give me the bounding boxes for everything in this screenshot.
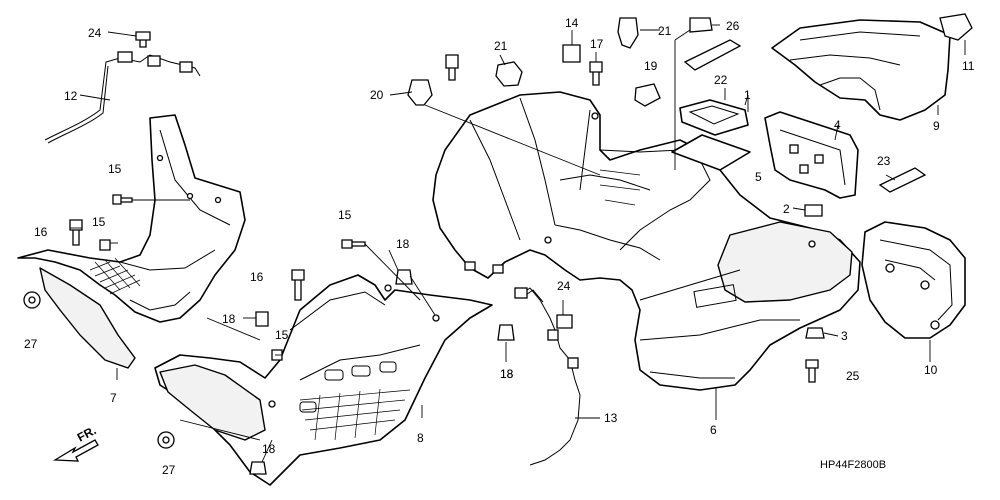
callout-25: 25 <box>846 369 860 383</box>
callout-4: 4 <box>834 118 841 132</box>
callout-11: 11 <box>962 59 975 73</box>
part-13-cable <box>514 287 581 466</box>
callout-15: 15 <box>92 215 106 229</box>
callout-14: 14 <box>565 16 579 30</box>
callout-21: 21 <box>494 39 508 53</box>
part-9-rear-cover <box>771 19 951 121</box>
part-5-pad <box>671 134 751 171</box>
callout-3: 3 <box>841 329 848 343</box>
part-4-bracket <box>764 111 859 199</box>
callout-5: 5 <box>755 170 762 184</box>
callout-18: 18 <box>396 237 410 251</box>
callout-8: 8 <box>417 431 424 445</box>
callout-16: 16 <box>250 270 264 284</box>
callout-12: 12 <box>64 89 78 103</box>
callout-24: 24 <box>88 26 102 40</box>
callout-19: 19 <box>644 59 658 73</box>
callout-22: 22 <box>714 73 728 87</box>
callout-24: 24 <box>557 279 571 293</box>
callout-27: 27 <box>162 463 176 477</box>
callout-21: 21 <box>658 24 672 38</box>
callout-27: 27 <box>24 337 38 351</box>
callout-9: 9 <box>933 119 940 133</box>
callout-13: 13 <box>604 411 618 425</box>
callout-26: 26 <box>726 19 740 33</box>
callout-numbers: 24 12 15 16 15 27 7 16 18 15 27 18 15 18… <box>24 16 975 477</box>
callout-2: 2 <box>783 202 790 216</box>
callout-17: 17 <box>590 37 604 51</box>
leader-lines <box>70 24 966 463</box>
part-6-rear-fender <box>432 91 861 391</box>
part-12-stay-rod <box>44 51 201 144</box>
callout-10: 10 <box>924 363 938 377</box>
callout-23: 23 <box>877 154 891 168</box>
callout-18: 18 <box>500 367 514 381</box>
callout-7: 7 <box>110 391 117 405</box>
callout-18: 18 <box>222 312 236 326</box>
part-7-left-side-panel <box>17 114 246 369</box>
callout-1: 1 <box>744 88 751 102</box>
front-direction-arrow: FR. <box>52 423 99 462</box>
callout-18: 18 <box>500 367 514 381</box>
part-10-side-housing <box>861 221 966 339</box>
callout-15: 15 <box>338 208 352 222</box>
callout-16: 16 <box>34 225 48 239</box>
callout-6: 6 <box>710 423 717 437</box>
part-1-storage-tray <box>679 99 749 136</box>
part-8-footrest-panel <box>154 274 493 486</box>
diagram-code: HP44F2800B <box>820 459 886 471</box>
hardware-pieces <box>23 13 973 475</box>
callout-18: 18 <box>262 442 276 456</box>
callout-20: 20 <box>370 88 384 102</box>
callout-15: 15 <box>275 328 289 342</box>
callout-15: 15 <box>108 162 122 176</box>
